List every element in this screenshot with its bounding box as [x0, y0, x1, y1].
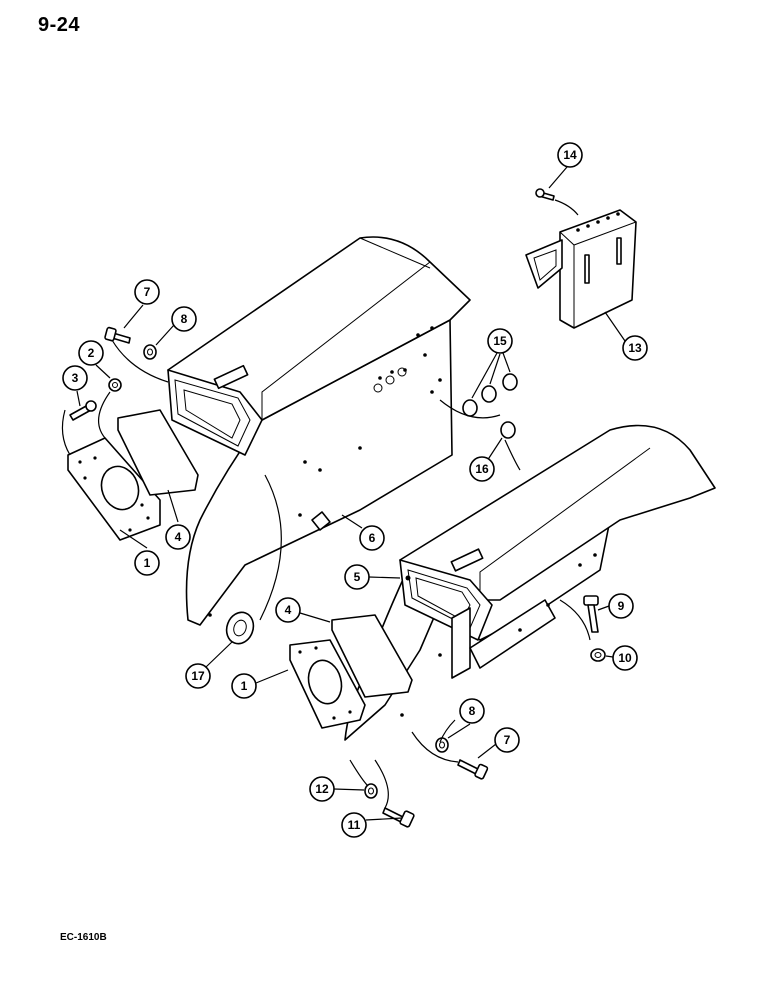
svg-text:17: 17	[191, 669, 205, 683]
washer-10	[590, 648, 606, 662]
plugs-15	[462, 373, 518, 417]
callout-12: 12	[309, 776, 365, 802]
callout-11: 11	[341, 812, 403, 838]
right-fender-holes	[400, 553, 597, 717]
svg-text:4: 4	[285, 603, 292, 617]
grommet-17	[225, 611, 255, 645]
callout-4-upper: 4	[165, 489, 191, 550]
svg-text:11: 11	[348, 818, 361, 832]
svg-text:1: 1	[241, 679, 248, 693]
bracket	[525, 209, 637, 329]
screw-14	[535, 188, 555, 201]
svg-text:8: 8	[469, 704, 476, 718]
right-fender	[344, 424, 716, 741]
figure-code: EC-1610B	[60, 932, 107, 943]
bolt-9	[583, 595, 599, 633]
callout-5: 5	[344, 564, 401, 590]
svg-text:12: 12	[315, 782, 329, 796]
bolt-7-upper	[104, 326, 131, 344]
callout-9: 9	[597, 593, 634, 619]
washer-12	[364, 783, 378, 799]
callout-8-lower: 8	[447, 698, 485, 739]
callout-4-lower: 4	[275, 597, 331, 623]
left-fender	[167, 236, 471, 626]
svg-text:8: 8	[181, 312, 188, 326]
svg-text:4: 4	[175, 530, 182, 544]
washer-8-upper	[143, 344, 157, 360]
svg-text:16: 16	[475, 462, 489, 476]
svg-text:7: 7	[504, 733, 511, 747]
svg-text:15: 15	[493, 334, 507, 348]
svg-text:9: 9	[618, 599, 625, 613]
svg-text:3: 3	[72, 371, 79, 385]
callout-1-upper: 1	[119, 529, 160, 576]
callout-16: 16	[469, 437, 503, 482]
bolt-7-lower	[457, 759, 489, 780]
left-pad	[117, 409, 199, 496]
bolt-11	[382, 807, 415, 828]
left-fender-side-panel	[185, 319, 453, 626]
washer-8-lower	[435, 737, 449, 753]
svg-text:10: 10	[618, 651, 632, 665]
plug-16	[500, 421, 516, 439]
svg-text:13: 13	[628, 341, 642, 355]
svg-text:2: 2	[88, 346, 95, 360]
callout-7-lower: 7	[477, 727, 520, 759]
callouts: 1 1 2 3 4 4 5 6	[62, 142, 648, 838]
left-lamp-housing	[167, 369, 263, 456]
callout-1-lower: 1	[231, 669, 289, 699]
screw-3	[69, 400, 97, 421]
svg-text:7: 7	[144, 285, 151, 299]
left-gasket-plate	[67, 437, 161, 541]
svg-text:1: 1	[144, 556, 151, 570]
callout-6: 6	[341, 514, 385, 551]
callout-3: 3	[62, 365, 88, 407]
callout-2: 2	[78, 340, 111, 379]
callout-8-upper: 8	[155, 306, 197, 346]
callout-13: 13	[604, 311, 648, 361]
svg-text:5: 5	[354, 570, 361, 584]
nut-2	[108, 378, 122, 392]
callout-10: 10	[605, 645, 638, 671]
callout-14: 14	[548, 142, 583, 189]
svg-text:14: 14	[563, 148, 577, 162]
svg-text:6: 6	[369, 531, 376, 545]
left-fender-holes	[208, 326, 442, 617]
page-number: 9-24	[38, 14, 81, 36]
callout-15: 15	[471, 328, 513, 399]
callout-7-upper: 7	[123, 279, 160, 329]
right-pad	[331, 614, 413, 698]
right-gasket-plate	[289, 639, 366, 729]
leader-lines	[61, 199, 591, 809]
callout-17: 17	[185, 641, 233, 689]
